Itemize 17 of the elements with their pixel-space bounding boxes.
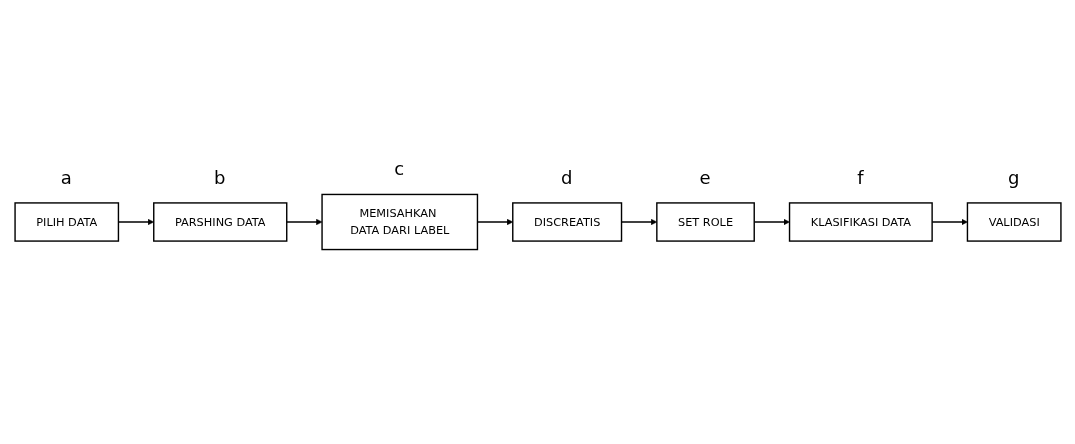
node-letter: g [1007,167,1020,189]
node-letter: b [214,167,226,189]
node-box: PILIH DATA [13,202,119,242]
node-box: PARSHING DATA [152,202,287,242]
node-box: VALIDASI [966,202,1062,242]
node-box: DISCREATIS [511,202,622,242]
node-box: KLASIFIKASI DATA [788,202,933,242]
arrow [476,218,513,226]
node-box: SET ROLE [655,202,755,242]
node-letter: f [857,167,864,189]
node-letter: e [699,167,711,189]
node-letter: c [394,158,405,181]
node-letter: a [60,167,72,189]
arrow [117,218,154,226]
arrow [753,218,790,226]
node-box: MEMISAHKAN DATA DARI LABEL [320,193,478,251]
node-letter: d [560,167,573,189]
